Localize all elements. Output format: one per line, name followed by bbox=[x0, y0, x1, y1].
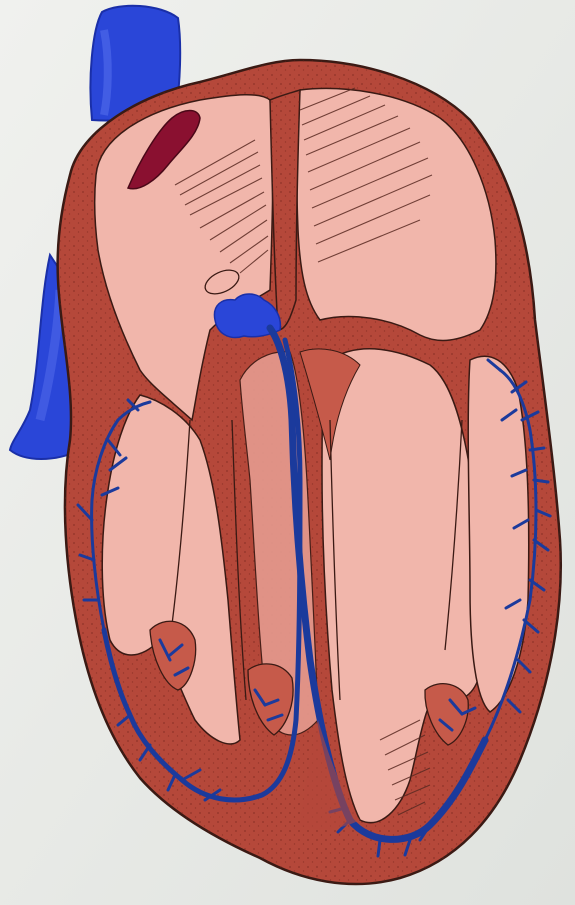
heart-svg bbox=[0, 0, 575, 905]
heart-illustration bbox=[0, 0, 575, 905]
